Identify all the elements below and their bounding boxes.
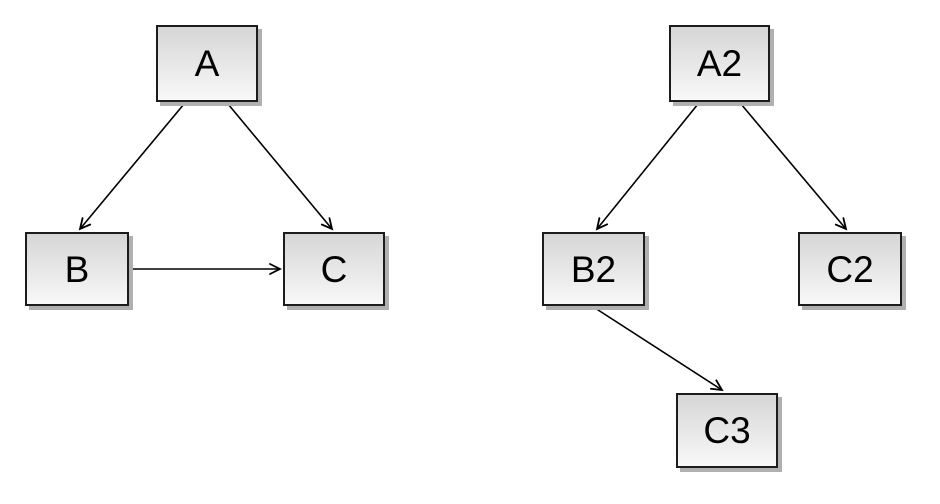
node-b2-label: B2 [570,248,617,290]
node-a2[interactable]: A2 [669,25,770,102]
node-c3-label: C3 [703,410,751,451]
edge-b2-c3 [594,307,722,390]
node-a[interactable]: A [156,25,258,102]
node-b-label: B [64,248,90,290]
node-c3[interactable]: C3 [676,393,778,468]
node-b[interactable]: B [25,232,129,306]
edge-a-c [227,103,332,229]
edge-a-b [80,103,185,229]
node-c2-label: C2 [826,248,874,290]
edge-a2-c2 [740,103,846,229]
edge-a2-b2 [597,103,699,229]
node-c-label: C [320,248,348,290]
node-b2[interactable]: B2 [542,232,645,306]
node-c2[interactable]: C2 [798,232,902,306]
node-a2-label: A2 [696,43,743,84]
node-a-label: A [194,43,220,84]
node-c[interactable]: C [283,232,385,306]
